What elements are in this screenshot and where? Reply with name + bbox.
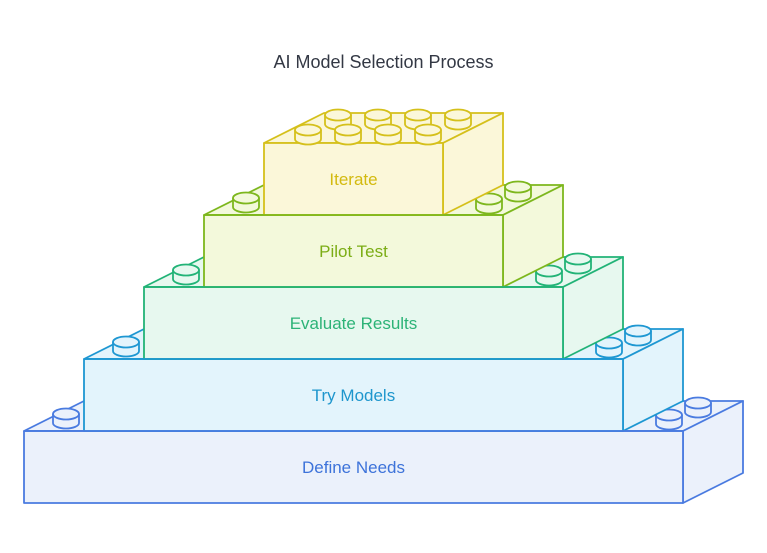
lego-stud-top xyxy=(374,123,402,137)
lego-stud-top xyxy=(404,108,432,122)
brick-front-face xyxy=(263,142,444,216)
lego-stud-top xyxy=(294,123,322,137)
brick-front-face xyxy=(143,286,564,360)
brick-front-face xyxy=(83,358,624,432)
lego-stud-top xyxy=(334,123,362,137)
lego-stud-top xyxy=(52,407,80,421)
lego-stud-top xyxy=(444,108,472,122)
lego-stud-top xyxy=(684,396,712,410)
brick-front-face xyxy=(203,214,504,288)
brick-iterate: Iterate xyxy=(263,108,504,216)
lego-stud-top xyxy=(414,123,442,137)
lego-stud-top xyxy=(112,335,140,349)
brick-label-try-models: Try Models xyxy=(312,386,395,405)
brick-label-evaluate-results: Evaluate Results xyxy=(290,314,418,333)
brick-label-iterate: Iterate xyxy=(329,170,377,189)
lego-stud-top xyxy=(232,191,260,205)
lego-stud-top xyxy=(564,252,592,266)
lego-stud-top xyxy=(504,180,532,194)
lego-stud-top xyxy=(324,108,352,122)
lego-stud-top xyxy=(172,263,200,277)
lego-stud-top xyxy=(624,324,652,338)
brick-front-face xyxy=(23,430,684,504)
diagram-title: AI Model Selection Process xyxy=(273,52,494,72)
lego-stud-top xyxy=(364,108,392,122)
brick-label-pilot-test: Pilot Test xyxy=(319,242,388,261)
brick-label-define-needs: Define Needs xyxy=(302,458,405,477)
